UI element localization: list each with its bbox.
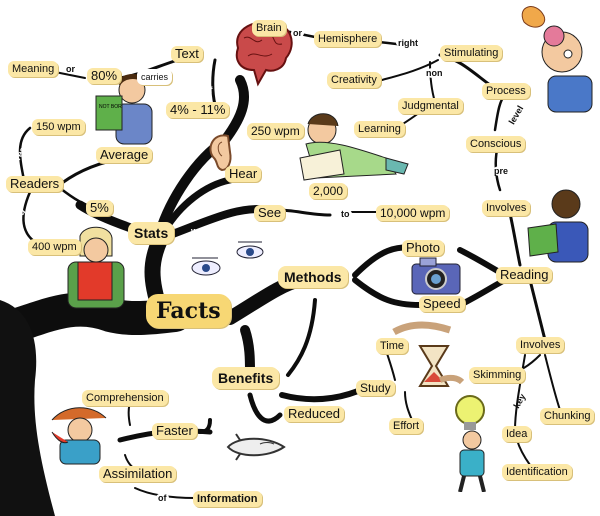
learning-node: Learning	[354, 121, 405, 137]
boy-with-green-book	[527, 189, 589, 263]
reduced-node: Reduced	[284, 406, 345, 422]
time-node: Time	[376, 338, 409, 354]
carries-connector: carries	[137, 69, 173, 85]
rocket-icon	[226, 433, 286, 461]
reader-with-red-book	[67, 226, 125, 309]
readers-node: Readers	[6, 176, 64, 192]
of-connector-info: of	[156, 493, 169, 503]
pct5-node: 5%	[86, 200, 113, 216]
involves-node-1: Involves	[482, 200, 531, 216]
idea-node: Idea	[502, 426, 532, 442]
reading-silhouette	[0, 300, 55, 516]
camera-icon	[411, 257, 461, 295]
study-node: Study	[356, 380, 395, 396]
head-ear-man	[521, 6, 593, 113]
creativity-node: Creativity	[327, 72, 381, 88]
or-connector-1: or	[64, 64, 77, 74]
text-node: Text	[171, 46, 203, 62]
to-connector: to	[339, 209, 352, 219]
hemisphere-node: Hemisphere	[314, 31, 382, 47]
chunking-node: Chunking	[540, 408, 595, 424]
right-connector: right	[396, 38, 420, 48]
assimilation-node: Assimilation	[99, 466, 177, 482]
information-node: Information	[193, 491, 262, 507]
skimming-node: Skimming	[469, 367, 526, 383]
identification-node: Identification	[502, 464, 572, 480]
methods-node: Methods	[278, 266, 348, 288]
photo-node: Photo	[402, 240, 444, 256]
we-connector: we	[191, 226, 204, 236]
faster-node: Faster	[152, 423, 197, 439]
boy-reading-lying	[299, 113, 409, 181]
wpm400-node: 400 wpm	[28, 239, 81, 255]
n2000-node: 2,000	[309, 183, 348, 199]
wpm150-node: 150 wpm	[32, 119, 85, 135]
stimulating-node: Stimulating	[440, 45, 503, 61]
thinker-with-book: NOT BOR	[95, 74, 153, 145]
svg-text:NOT BOR: NOT BOR	[99, 104, 122, 110]
benefits-node: Benefits	[212, 367, 280, 389]
idea-man	[455, 395, 486, 492]
reading-node: Reading	[496, 267, 553, 283]
wpm250-node: 250 wpm	[247, 123, 304, 139]
of-connector-text: of	[204, 85, 213, 95]
effort-node: Effort	[389, 418, 424, 434]
involves-node-2: Involves	[516, 337, 565, 353]
meaning-node: Meaning	[8, 61, 59, 77]
comprehension-node: Comprehension	[82, 390, 168, 406]
hourglass-icon	[392, 321, 464, 387]
central-topic: Facts	[146, 294, 231, 328]
process-node: Process	[482, 83, 530, 99]
or-connector-2: or	[291, 28, 304, 38]
eye-icon	[191, 241, 264, 276]
stats-node: Stats	[128, 222, 175, 244]
hear-node: Hear	[225, 166, 262, 182]
wpm10000-node: 10,000 wpm	[376, 205, 450, 221]
non-connector: non	[424, 68, 445, 78]
see-node: See	[254, 205, 286, 221]
of-connector-benefits: of	[310, 343, 319, 353]
conscious-node: Conscious	[466, 136, 526, 152]
speed-node: Speed	[419, 296, 465, 312]
pre-connector: pre	[492, 166, 511, 176]
ear-icon	[209, 134, 232, 172]
brain-node: Brain	[252, 20, 286, 36]
pct4-11-node: 4% - 11%	[166, 102, 230, 118]
cowboy-figure	[51, 407, 107, 465]
average-node: Average	[96, 147, 153, 163]
judgmental-node: Judgmental	[398, 98, 463, 114]
pct80-node: 80%	[87, 68, 122, 84]
